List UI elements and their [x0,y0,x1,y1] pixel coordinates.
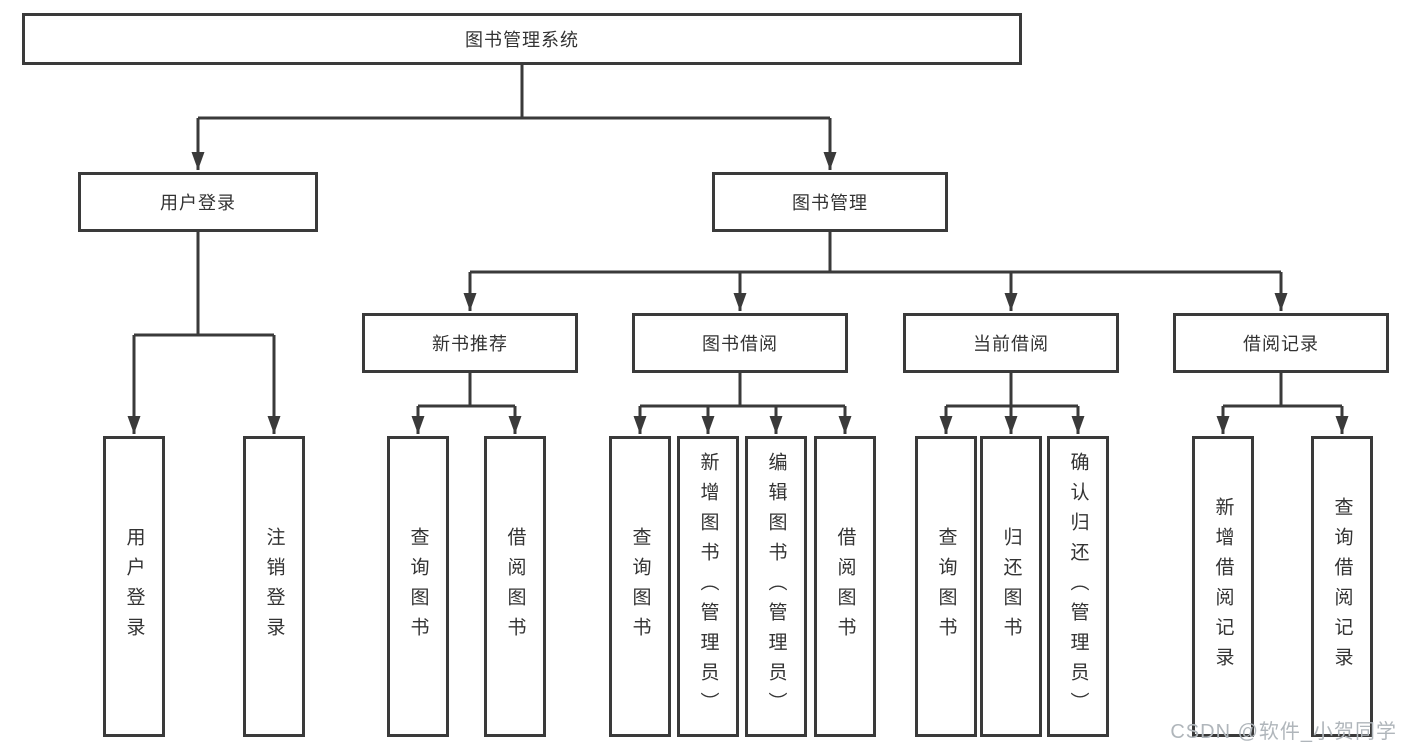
leaf-query-borrow-record: 查询借阅记录 [1311,436,1373,737]
leaf-return-books: 归还图书 [980,436,1042,737]
leaf-label: 查询图书 [407,526,429,647]
node-book-management-module: 图书管理 [712,172,948,232]
node-label: 图书借阅 [702,334,778,354]
node-label: 图书管理 [792,193,868,213]
leaf-label: 编辑图书（管理员） [765,451,787,722]
leaf-label: 用户登录 [123,526,145,647]
leaf-label: 借阅图书 [504,526,526,647]
leaf-label: 注销登录 [263,526,285,647]
node-new-book-recommend: 新书推荐 [362,313,578,373]
node-label: 借阅记录 [1243,334,1319,354]
leaf-label: 确认归还（管理员） [1067,451,1089,722]
leaf-query-books: 查询图书 [387,436,449,737]
leaf-add-books-admin: 新增图书（管理员） [677,436,739,737]
node-borrowing-records: 借阅记录 [1173,313,1389,373]
leaf-borrow-books: 借阅图书 [484,436,546,737]
csdn-watermark: CSDN @软件_小贺同学 [1170,721,1397,743]
node-label: 用户登录 [160,193,236,213]
node-user-login-module: 用户登录 [78,172,318,232]
node-label: 新书推荐 [432,334,508,354]
leaf-query-books: 查询图书 [609,436,671,737]
leaf-label: 新增图书（管理员） [697,451,719,722]
leaf-confirm-return-admin: 确认归还（管理员） [1047,436,1109,737]
leaf-label: 借阅图书 [834,526,856,647]
leaf-label: 查询借阅记录 [1331,496,1353,677]
leaf-label: 查询图书 [935,526,957,647]
leaf-borrow-books: 借阅图书 [814,436,876,737]
node-book-borrowing: 图书借阅 [632,313,848,373]
leaf-user-login: 用户登录 [103,436,165,737]
node-system-root: 图书管理系统 [22,13,1022,65]
leaf-label: 归还图书 [1000,526,1022,647]
leaf-label: 查询图书 [629,526,651,647]
leaf-label: 新增借阅记录 [1212,496,1234,677]
leaf-logout: 注销登录 [243,436,305,737]
leaf-query-books: 查询图书 [915,436,977,737]
leaf-edit-books-admin: 编辑图书（管理员） [745,436,807,737]
node-label: 当前借阅 [973,334,1049,354]
node-current-borrowing: 当前借阅 [903,313,1119,373]
node-label: 图书管理系统 [465,30,579,50]
leaf-add-borrow-record: 新增借阅记录 [1192,436,1254,737]
